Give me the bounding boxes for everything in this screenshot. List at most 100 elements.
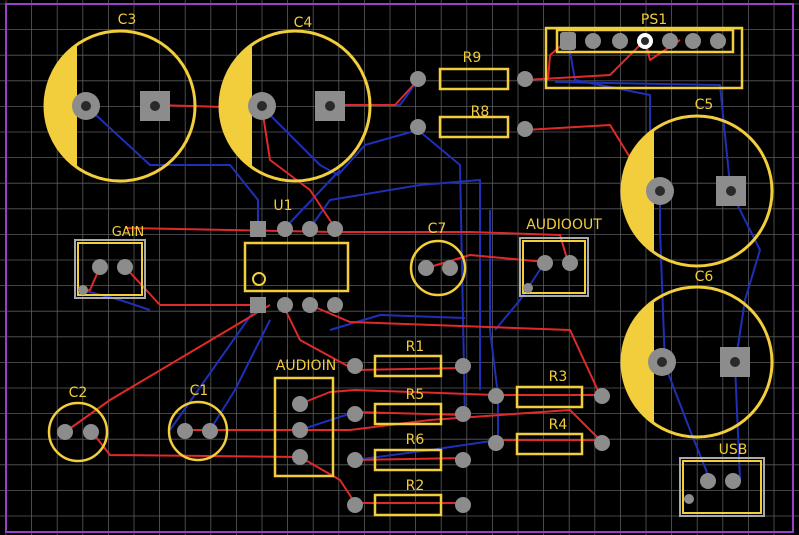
bottom-trace	[209, 319, 271, 431]
top-trace	[299, 456, 356, 504]
pad	[685, 33, 701, 49]
bottom-trace	[554, 81, 731, 186]
connector-audioin: AUDIOIN	[273, 358, 336, 478]
pad	[302, 221, 318, 237]
pad	[662, 33, 678, 49]
pad	[517, 71, 533, 87]
top-trace	[330, 79, 419, 106]
pad	[292, 422, 308, 438]
label-r3: R3	[549, 369, 568, 385]
pad	[594, 435, 610, 451]
resistor-r8: R8	[410, 104, 533, 139]
pad	[562, 255, 578, 271]
pad	[292, 449, 308, 465]
label-audioout: AUDIOOUT	[526, 217, 602, 233]
label-r8: R8	[471, 104, 490, 120]
top-trace	[91, 431, 301, 458]
bottom-trace	[494, 261, 546, 331]
bottom-trace	[81, 289, 151, 311]
label-r2: R2	[406, 478, 425, 494]
pad	[277, 297, 293, 313]
board-outline	[5, 3, 794, 533]
capacitor-c2: C2	[47, 385, 109, 463]
pad	[347, 406, 363, 422]
pad	[347, 358, 363, 374]
pad	[277, 221, 293, 237]
pad	[250, 297, 266, 313]
top-trace	[282, 304, 356, 371]
pad	[327, 221, 343, 237]
pad	[327, 297, 343, 313]
label-r9: R9	[463, 50, 482, 66]
resistor-r4: R4	[488, 417, 610, 456]
bottom-trace	[729, 189, 761, 366]
pad	[347, 497, 363, 513]
pad	[57, 424, 73, 440]
label-r1: R1	[406, 339, 425, 355]
resistor-r9: R9	[410, 50, 533, 91]
label-c5: C5	[695, 97, 714, 113]
pad	[594, 388, 610, 404]
bottom-trace	[259, 104, 466, 421]
resistor-r2: R2	[347, 478, 471, 517]
label-r4: R4	[549, 417, 568, 433]
top-trace	[354, 367, 466, 371]
label-u1: U1	[273, 198, 292, 214]
pad	[725, 473, 741, 489]
connector-audioout: AUDIOOUT	[519, 217, 602, 297]
capacitor-c1: C1	[167, 383, 229, 462]
bottom-trace	[284, 169, 341, 229]
bottom-trace	[489, 210, 499, 440]
pad	[455, 452, 471, 468]
resistor-r3: R3	[488, 369, 610, 409]
bottom-trace	[84, 104, 259, 228]
pad	[117, 259, 133, 275]
pad	[92, 259, 108, 275]
pad	[585, 33, 601, 49]
pad	[83, 424, 99, 440]
capacitor-c7: C7	[409, 221, 467, 297]
label-gain: GAIN	[112, 225, 145, 240]
connector-gain: GAIN	[74, 225, 146, 299]
label-usb: USB	[719, 442, 748, 458]
resistor-r6: R6	[347, 432, 471, 472]
pad	[347, 452, 363, 468]
resistor-r1: R1	[347, 339, 471, 378]
pad	[442, 260, 458, 276]
top-trace	[309, 304, 601, 396]
pad	[302, 297, 318, 313]
top-trace	[354, 457, 466, 461]
pad	[488, 435, 504, 451]
label-c2: C2	[69, 385, 88, 401]
pad	[537, 255, 553, 271]
pad	[684, 494, 694, 504]
label-r6: R6	[406, 432, 425, 448]
capacitor-c6: C6	[620, 269, 774, 439]
pad	[560, 32, 576, 50]
pad	[455, 358, 471, 374]
pad	[612, 33, 628, 49]
label-r5: R5	[406, 387, 425, 403]
bottom-trace	[664, 364, 711, 481]
top-trace	[299, 389, 496, 405]
ic-u1: U1	[243, 198, 350, 313]
pad	[488, 388, 504, 404]
bottom-trace	[329, 314, 466, 331]
pad	[177, 423, 193, 439]
label-c7: C7	[428, 221, 447, 237]
capacitor-c5: C5	[620, 97, 774, 268]
connector-usb: USB	[679, 442, 765, 517]
pad	[517, 121, 533, 137]
pad	[78, 285, 88, 295]
pad	[455, 497, 471, 513]
pad	[700, 473, 716, 489]
label-c1: C1	[190, 383, 209, 399]
resistor-r5: R5	[347, 387, 471, 426]
pad	[250, 221, 266, 237]
pad	[410, 119, 426, 135]
pad	[292, 396, 308, 412]
label-audioin: AUDIOIN	[276, 358, 336, 374]
top-trace	[261, 107, 336, 229]
pad	[710, 33, 726, 49]
